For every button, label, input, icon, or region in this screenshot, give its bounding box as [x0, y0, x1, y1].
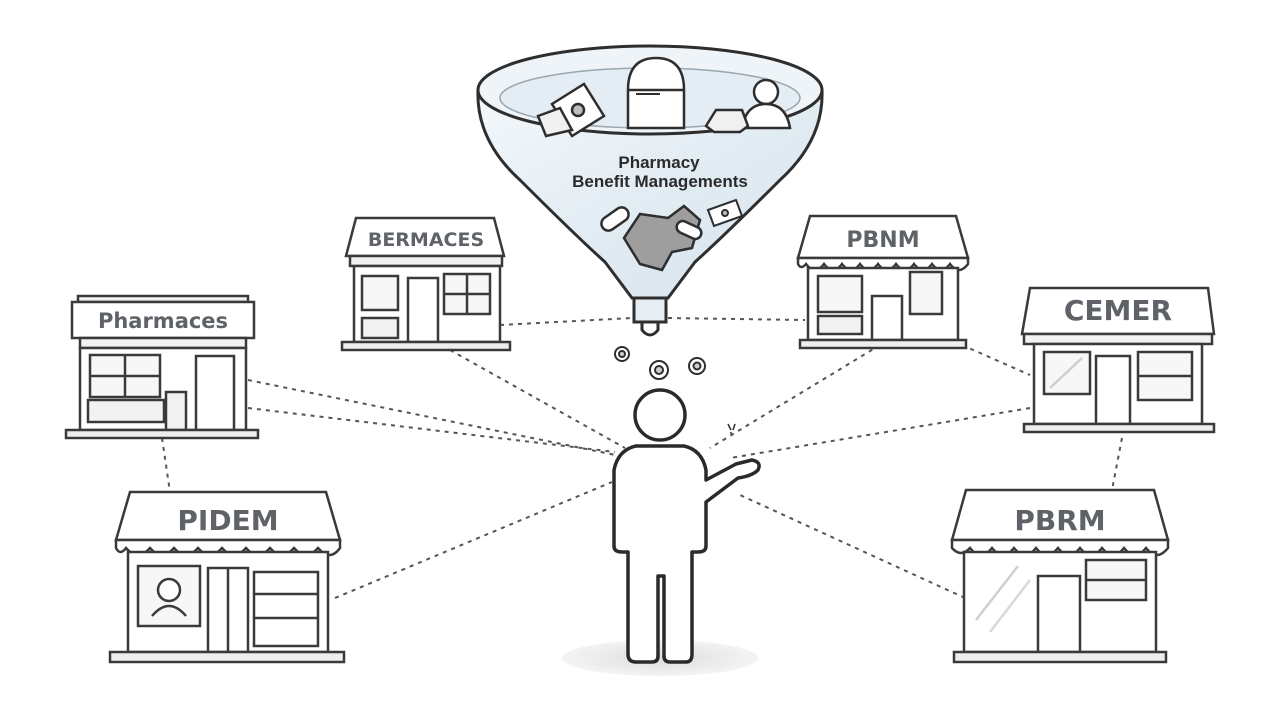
- store-pbnm-label: PBNM: [846, 228, 919, 253]
- store-pharmaces-door: [194, 354, 236, 432]
- store-pharmaces-label: Pharmaces: [98, 309, 228, 333]
- link-bermaces-pbnm: [499, 317, 633, 326]
- link-bermaces-person: [449, 349, 626, 449]
- consumer-body: [612, 444, 761, 664]
- store-pidem-clerk-icon: [156, 577, 182, 603]
- coin-icon: [649, 360, 669, 380]
- store-bermaces-label: BERMACES: [368, 229, 484, 251]
- link-pharmaces-person-a: [247, 379, 641, 461]
- funnel-bill-icon: [706, 198, 744, 228]
- sparkle-icon: [727, 423, 736, 434]
- coin-icon: [614, 346, 630, 362]
- funnel-pill-icon: [626, 56, 686, 130]
- link-pbnm-cemer: [961, 344, 1031, 376]
- connection-lines: [161, 317, 1123, 599]
- funnel-money-icon: [536, 82, 606, 138]
- store-bermaces: BERMACES: [340, 216, 512, 352]
- link-cemer-person: [729, 407, 1031, 459]
- link-pbrm-person: [739, 494, 966, 599]
- store-bermaces-door: [406, 276, 440, 344]
- store-pidem: PIDEM: [108, 490, 346, 664]
- store-pbrm-label: PBRM: [1014, 504, 1105, 537]
- store-pharmaces-sign-board: [70, 300, 256, 340]
- funnel-pills-cluster-icon: [600, 204, 703, 272]
- store-cemer-label: CEMER: [1064, 294, 1172, 327]
- link-pidem-person: [334, 481, 613, 599]
- store-bermaces-roof: [344, 216, 506, 258]
- store-cemer-roof: [1020, 286, 1216, 336]
- consumer-head: [633, 388, 687, 442]
- store-cemer: CEMER: [1020, 286, 1216, 434]
- store-pbrm-door: [1036, 574, 1082, 654]
- funnel-spout: [632, 296, 668, 324]
- store-pharmaces: Pharmaces: [64, 294, 260, 440]
- coin-icon: [688, 357, 706, 375]
- store-cemer-door: [1094, 354, 1132, 426]
- store-pbnm: PBNM: [796, 214, 970, 350]
- funnel-label-line1: Pharmacy: [618, 153, 700, 172]
- link-cemer-pbrm: [1111, 437, 1123, 491]
- link-pharmaces-pidem: [161, 437, 171, 493]
- pbm-funnel: Pharmacy Benefit Managements: [476, 44, 824, 337]
- link-pharmaces-person-b: [247, 407, 616, 453]
- link-funnel-pbnm: [667, 317, 806, 321]
- store-pbnm-window-right: [908, 270, 944, 316]
- falling-coins: [614, 346, 706, 380]
- store-pbrm: PBRM: [950, 488, 1170, 664]
- store-pidem-label: PIDEM: [177, 504, 278, 537]
- link-pbnm-person: [709, 344, 881, 449]
- consumer-figure: [612, 388, 761, 664]
- funnel-person-icon: [704, 78, 792, 134]
- funnel-label-line2: Benefit Managements: [572, 172, 748, 191]
- store-bermaces-window-left: [360, 274, 400, 312]
- store-pbnm-window-left: [816, 274, 864, 314]
- store-pbnm-door: [870, 294, 904, 342]
- funnel-body: [476, 88, 824, 300]
- person-shadow: [562, 640, 758, 676]
